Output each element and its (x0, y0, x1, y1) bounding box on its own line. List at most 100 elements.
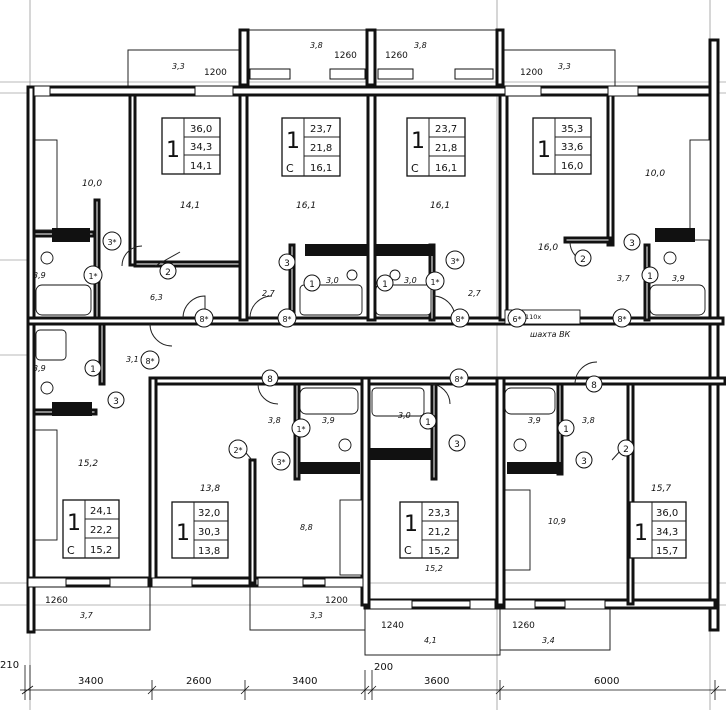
room-area-r1: 10,0 (82, 179, 102, 189)
apartment-total-a4: 35,3 (561, 124, 583, 135)
room-area-r19: 3,8 (268, 416, 281, 425)
balcony-area-b3: 3,8 (414, 41, 427, 50)
balcony-area-b2: 3,8 (310, 41, 323, 50)
room-area-r20: 3,9 (322, 416, 335, 425)
svg-text:1: 1 (382, 280, 388, 290)
marker-m31: 8 (585, 375, 603, 393)
marker-m14: 2 (574, 249, 592, 267)
apartment-living-total-a4: 33,6 (561, 142, 583, 153)
circle-markers: 2 3* 1* 3 1 8* 8* 3* 1* 8* 2 3 1 6* 8* 1… (83, 0, 659, 471)
room-area-r23: 15,2 (425, 564, 443, 573)
apartment-total-a5: 24,1 (90, 506, 112, 517)
apartment-box-a4: 1 35,3 33,6 16,0 (532, 117, 592, 175)
balcony-area-b8: 3,4 (542, 636, 555, 645)
apartment-total-a2: 23,7 (310, 124, 332, 135)
room-area-r6: 10,0 (645, 169, 665, 179)
marker-m23: 2* (228, 439, 248, 459)
apartment-living-a8: 15,7 (656, 546, 678, 557)
room-area-r3: 16,1 (296, 201, 316, 211)
apartment-living-a6: 13,8 (198, 546, 220, 557)
svg-text:3*: 3* (276, 458, 285, 467)
balcony-area-b4: 3,3 (558, 62, 571, 71)
window-width-w8: 1260 (512, 621, 535, 631)
marker-m4: 1* (83, 265, 103, 285)
balcony-area-b1: 3,3 (172, 62, 185, 71)
balconies-top (127, 28, 616, 93)
apartment-total-a8: 36,0 (656, 508, 678, 519)
svg-text:2: 2 (580, 255, 586, 265)
apartment-living-total-a2: 21,8 (310, 143, 332, 154)
marker-m34: 1 (93, 0, 94, 1)
room-area-r5: 16,0 (538, 243, 558, 253)
svg-text:8*: 8* (617, 315, 626, 324)
svg-text:1*: 1* (296, 425, 305, 434)
svg-text:1: 1 (563, 425, 569, 435)
room-area-r15: 3,9 (33, 364, 46, 373)
window-width-w7: 1240 (381, 621, 404, 631)
apartment-total-a6: 32,0 (198, 508, 220, 519)
window-width-w3: 1260 (385, 51, 408, 61)
apartment-living-total-a1: 34,3 (190, 142, 212, 153)
apartment-living-a5: 15,2 (90, 545, 112, 556)
room-area-r25: 3,8 (582, 416, 595, 425)
apartment-box-a8: 1 36,0 34,3 15,7 (629, 501, 687, 559)
apartment-rooms-a6: 1 (176, 521, 190, 546)
window-width-w6: 1200 (325, 596, 348, 606)
apartment-box-a1: 1 36,0 34,3 14,1 (161, 117, 221, 175)
room-area-r16: 3,1 (126, 355, 139, 364)
marker-m26: 8* (449, 368, 469, 388)
apartment-box-a7: 1 С 23,3 21,2 15,2 (399, 501, 459, 559)
marker-m17: 6* (507, 308, 527, 328)
svg-text:1: 1 (425, 418, 431, 428)
room-area-labels: 10,0 14,1 16,1 16,1 16,0 10,0 3,9 6,3 2,… (33, 169, 685, 573)
room-area-r10: 3,0 (326, 276, 339, 285)
balcony-area-b6: 3,3 (310, 611, 323, 620)
marker-m13: 8* (450, 308, 470, 328)
marker-m10: 8* (277, 308, 297, 328)
svg-text:1: 1 (90, 365, 96, 375)
svg-text:2: 2 (623, 445, 629, 455)
apartment-box-a3: 1 С 23,7 21,8 16,1 (406, 117, 466, 177)
balcony-area-labels: 3,3 3,8 3,8 3,3 3,7 3,3 4,1 3,4 (80, 41, 571, 645)
apartment-living-total-a7: 21,2 (428, 527, 450, 538)
svg-text:3*: 3* (450, 257, 459, 266)
marker-m6: 1 (303, 274, 321, 292)
apartment-rooms-a7: 1 (404, 512, 418, 537)
room-area-r8: 6,3 (150, 293, 163, 302)
room-area-r24: 3,9 (528, 416, 541, 425)
svg-text:3: 3 (284, 259, 290, 269)
room-area-r21: 8,8 (300, 523, 313, 532)
marker-m29: 1 (557, 419, 575, 437)
dimension-d1: 3400 (78, 676, 103, 687)
windows (27, 68, 639, 610)
svg-text:1*: 1* (430, 278, 439, 287)
svg-text:6*: 6* (512, 315, 521, 324)
svg-text:1: 1 (309, 280, 315, 290)
svg-text:3: 3 (113, 397, 119, 407)
apartment-box-a5: 1 С 24,1 22,2 15,2 (62, 499, 120, 559)
dimension-d2: 2600 (186, 676, 211, 687)
apartment-rooms-a4: 1 (537, 138, 551, 163)
room-area-r7: 3,9 (33, 271, 46, 280)
marker-m21: 8* (140, 350, 160, 370)
svg-text:3: 3 (454, 440, 460, 450)
room-area-r26: 10,9 (548, 517, 566, 526)
room-area-r18: 13,8 (200, 484, 220, 494)
shaft-label: шахта ВК (530, 330, 571, 339)
marker-m28: 3 (448, 434, 466, 452)
svg-text:1*: 1* (88, 272, 97, 281)
apartment-living-a2: 16,1 (310, 163, 332, 174)
room-area-r17: 15,2 (78, 459, 98, 469)
room-area-r4: 16,1 (430, 201, 450, 211)
apartment-living-total-a5: 22,2 (90, 525, 112, 536)
balcony-area-b5: 3,7 (80, 611, 94, 620)
svg-text:2*: 2* (233, 446, 242, 455)
svg-text:8*: 8* (455, 315, 464, 324)
svg-text:3: 3 (629, 239, 635, 249)
marker-m12: 1* (425, 271, 445, 291)
svg-text:8*: 8* (145, 357, 154, 366)
window-width-w5: 1260 (45, 596, 68, 606)
apartment-rooms-a8: 1 (634, 521, 648, 546)
fixtures (34, 139, 711, 576)
